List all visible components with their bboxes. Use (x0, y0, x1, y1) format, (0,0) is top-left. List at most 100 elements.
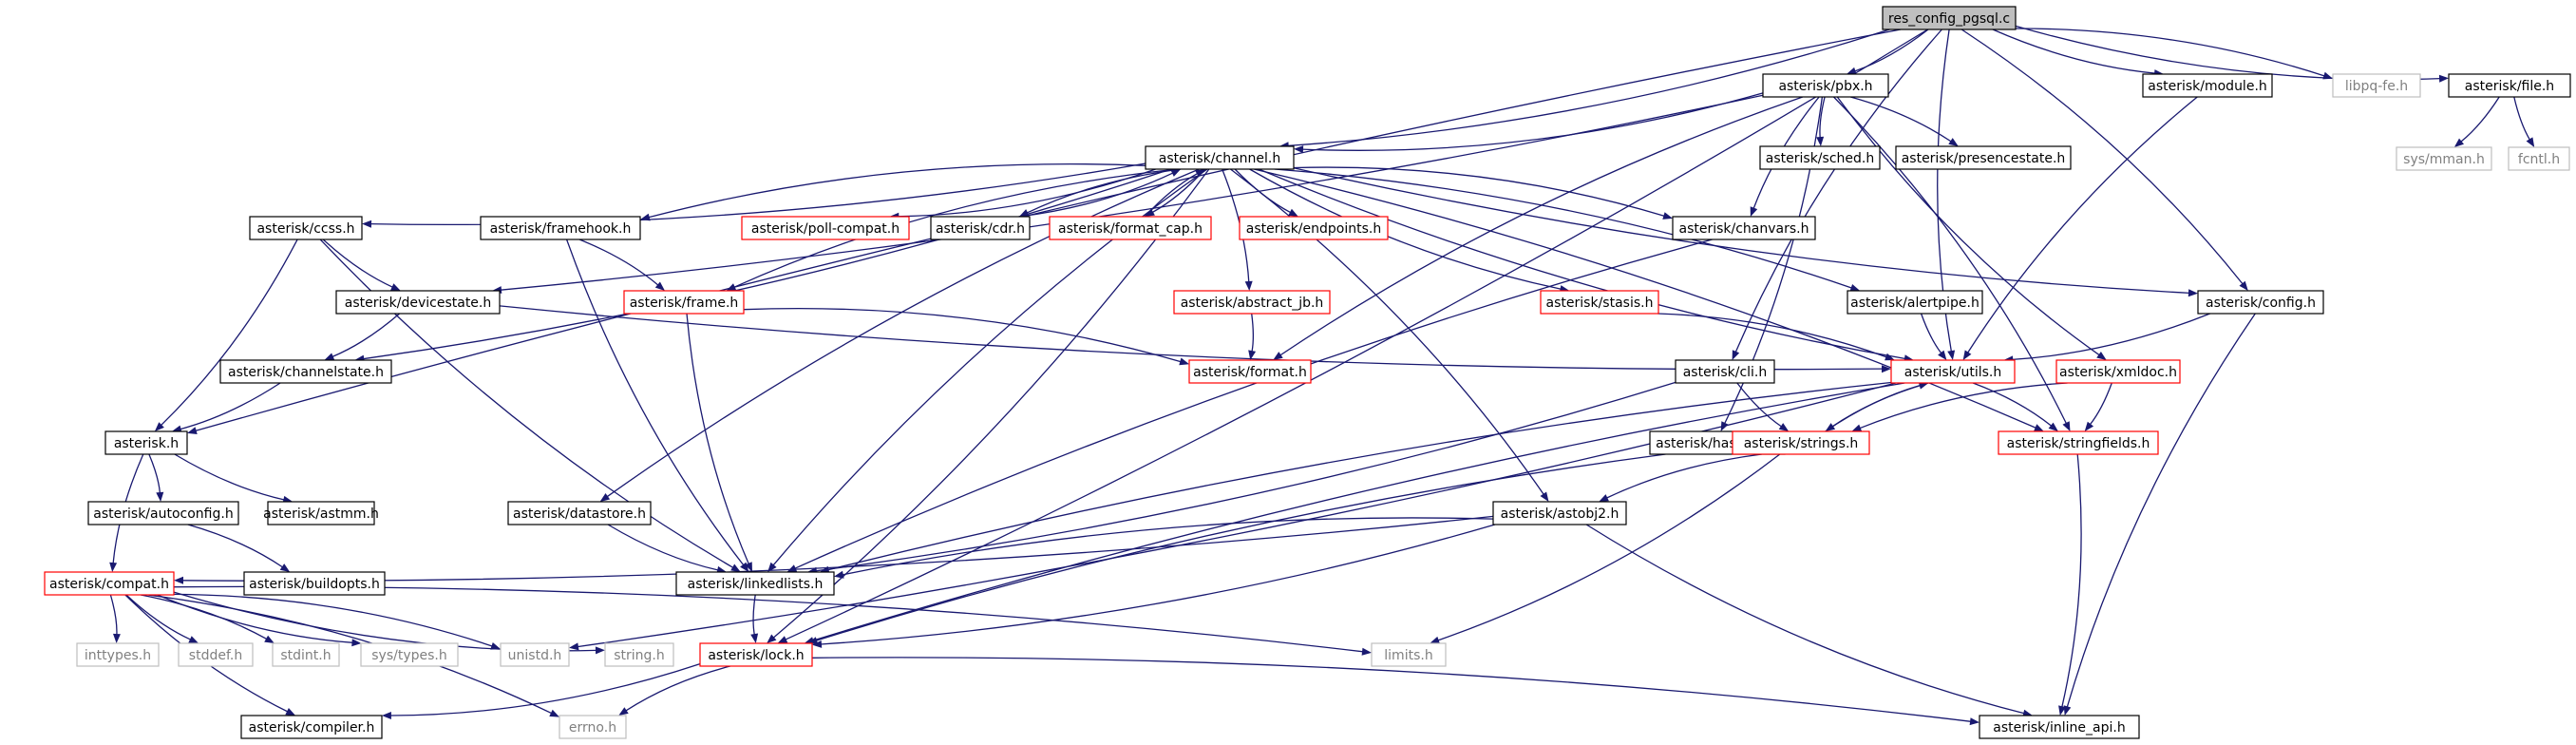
edge-root-to-file (2015, 25, 2441, 81)
node-label-channel: asterisk/channel.h (1159, 151, 1280, 166)
arrowhead-file-to-sysmman (2453, 138, 2464, 147)
node-box-abstractjb (1173, 290, 1331, 315)
node-devicestate[interactable]: asterisk/devicestate.h (335, 290, 501, 315)
edge-asteriskh-to-autoconfig (148, 453, 161, 494)
node-box-file (2448, 73, 2571, 98)
node-label-cdr: asterisk/cdr.h (936, 221, 1025, 237)
edge-frame-to-format (743, 308, 1182, 363)
node-chanvars[interactable]: asterisk/chanvars.h (1672, 216, 1816, 240)
node-strings[interactable]: asterisk/strings.h (1732, 430, 1870, 455)
edge-autoconfig-to-buildopts (187, 524, 284, 568)
edge-pbx-to-presence (1850, 96, 1952, 143)
arrowhead-strings-to-limits (1430, 636, 1440, 644)
node-label-datastore: asterisk/datastore.h (513, 506, 646, 522)
node-endpoints[interactable]: asterisk/endpoints.h (1239, 216, 1389, 240)
node-formatcap[interactable]: asterisk/format_cap.h (1049, 216, 1212, 240)
arrowhead-ccss-to-asteriskh (154, 422, 164, 431)
node-linkedlists[interactable]: asterisk/linkedlists.h (675, 571, 835, 596)
node-box-config (2197, 290, 2324, 315)
arrowhead-frame-to-linkedlists (745, 562, 752, 572)
node-label-linkedlists: asterisk/linkedlists.h (688, 577, 824, 592)
node-file[interactable]: asterisk/file.h (2448, 73, 2571, 98)
arrowhead-ccss-to-linkedlists (730, 564, 741, 572)
node-inttypes: inttypes.h (76, 642, 160, 667)
node-module[interactable]: asterisk/module.h (2142, 73, 2273, 98)
arrowhead-channel-to-frame (726, 283, 737, 291)
arrowhead-compat-to-systypes (351, 639, 362, 647)
edge-asteriskh-to-astmm (174, 453, 285, 501)
node-astmm[interactable]: asterisk/astmm.h (263, 501, 379, 525)
node-pbx[interactable]: asterisk/pbx.h (1762, 73, 1889, 98)
node-compat[interactable]: asterisk/compat.h (44, 571, 175, 596)
node-cli[interactable]: asterisk/cli.h (1675, 359, 1775, 384)
node-xmldoc[interactable]: asterisk/xmldoc.h (2055, 359, 2181, 384)
arrowhead-utils-to-stringfields (2048, 422, 2058, 431)
arrowhead-root-to-utils (1947, 350, 1956, 360)
node-astobj2[interactable]: asterisk/astobj2.h (1492, 501, 1627, 525)
edge-root-to-asteriskh (195, 29, 1902, 432)
edge-channel-to-utils (1258, 168, 1906, 360)
node-ccss[interactable]: asterisk/ccss.h (249, 216, 363, 240)
node-label-astmm: asterisk/astmm.h (263, 506, 379, 522)
node-box-systypes (360, 642, 459, 667)
node-utils[interactable]: asterisk/utils.h (1890, 359, 2016, 384)
node-channel[interactable]: asterisk/channel.h (1145, 145, 1295, 170)
node-label-framehook: asterisk/framehook.h (490, 221, 632, 237)
node-stringfields[interactable]: asterisk/stringfields.h (1998, 430, 2159, 455)
node-channelstate[interactable]: asterisk/channelstate.h (219, 359, 392, 384)
node-lock[interactable]: asterisk/lock.h (699, 642, 813, 667)
arrowhead-root-to-lock (777, 636, 788, 643)
node-autoconfig[interactable]: asterisk/autoconfig.h (87, 501, 239, 525)
arrowhead-abstractjb-to-format (1248, 350, 1257, 360)
edge-utils-to-unistd (577, 382, 1897, 648)
node-unistd: unistd.h (500, 642, 570, 667)
edge-xmldoc-to-strings (1859, 382, 2068, 430)
node-label-unistd: unistd.h (508, 648, 562, 663)
node-label-utils: asterisk/utils.h (1904, 365, 2002, 380)
node-box-buildopts (243, 571, 386, 596)
node-label-devicestate: asterisk/devicestate.h (345, 296, 492, 311)
node-box-stringfields (1998, 430, 2159, 455)
node-label-fcntl: fcntl.h (2518, 152, 2560, 167)
node-stasis[interactable]: asterisk/stasis.h (1540, 290, 1659, 315)
edge-strings-to-astobj2 (1606, 453, 1762, 499)
node-cdr[interactable]: asterisk/cdr.h (930, 216, 1031, 240)
node-presence[interactable]: asterisk/presencestate.h (1895, 145, 2072, 170)
arrowhead-channel-to-ccss (362, 220, 372, 228)
node-abstractjb[interactable]: asterisk/abstract_jb.h (1173, 290, 1331, 315)
arrowhead-pbx-to-presence (1948, 138, 1959, 146)
node-label-presence: asterisk/presencestate.h (1902, 151, 2066, 166)
node-box-presence (1895, 145, 2072, 170)
node-frame[interactable]: asterisk/frame.h (623, 290, 745, 315)
node-label-config: asterisk/config.h (2206, 296, 2316, 311)
node-box-cli (1675, 359, 1775, 384)
node-format[interactable]: asterisk/format.h (1188, 359, 1312, 384)
arrowhead-lock-to-compiler (381, 712, 391, 719)
edge-compat-to-stddef (125, 594, 192, 640)
node-alertpipe[interactable]: asterisk/alertpipe.h (1847, 290, 1983, 315)
edge-utils-to-stringfields (1972, 382, 2053, 427)
arrowhead-cdr-to-channel (1170, 169, 1182, 177)
node-box-channel (1145, 145, 1295, 170)
node-pollcompat[interactable]: asterisk/poll-compat.h (741, 216, 910, 240)
node-box-module (2142, 73, 2273, 98)
node-buildopts[interactable]: asterisk/buildopts.h (243, 571, 386, 596)
node-label-stasis: asterisk/stasis.h (1546, 296, 1654, 311)
node-box-formatcap (1049, 216, 1212, 240)
node-box-endpoints (1239, 216, 1389, 240)
node-compiler[interactable]: asterisk/compiler.h (240, 715, 383, 739)
arrowhead-astobj2-to-compat (174, 576, 183, 584)
node-label-channelstate: asterisk/channelstate.h (228, 365, 384, 380)
node-root[interactable]: res_config_pgsql.c (1882, 6, 2017, 30)
node-libpq: libpq-fe.h (2332, 73, 2421, 98)
node-datastore[interactable]: asterisk/datastore.h (507, 501, 652, 525)
edge-xmldoc-to-stringfields (2089, 382, 2112, 426)
node-config[interactable]: asterisk/config.h (2197, 290, 2324, 315)
node-framehook[interactable]: asterisk/framehook.h (480, 216, 641, 240)
node-sched[interactable]: asterisk/sched.h (1759, 145, 1881, 170)
edge-pbx-to-sched (1819, 96, 1826, 139)
node-inlineapi[interactable]: asterisk/inline_api.h (1979, 715, 2140, 739)
edge-stasis-to-utils (1657, 313, 1887, 358)
node-asteriskh[interactable]: asterisk.h (104, 430, 188, 455)
